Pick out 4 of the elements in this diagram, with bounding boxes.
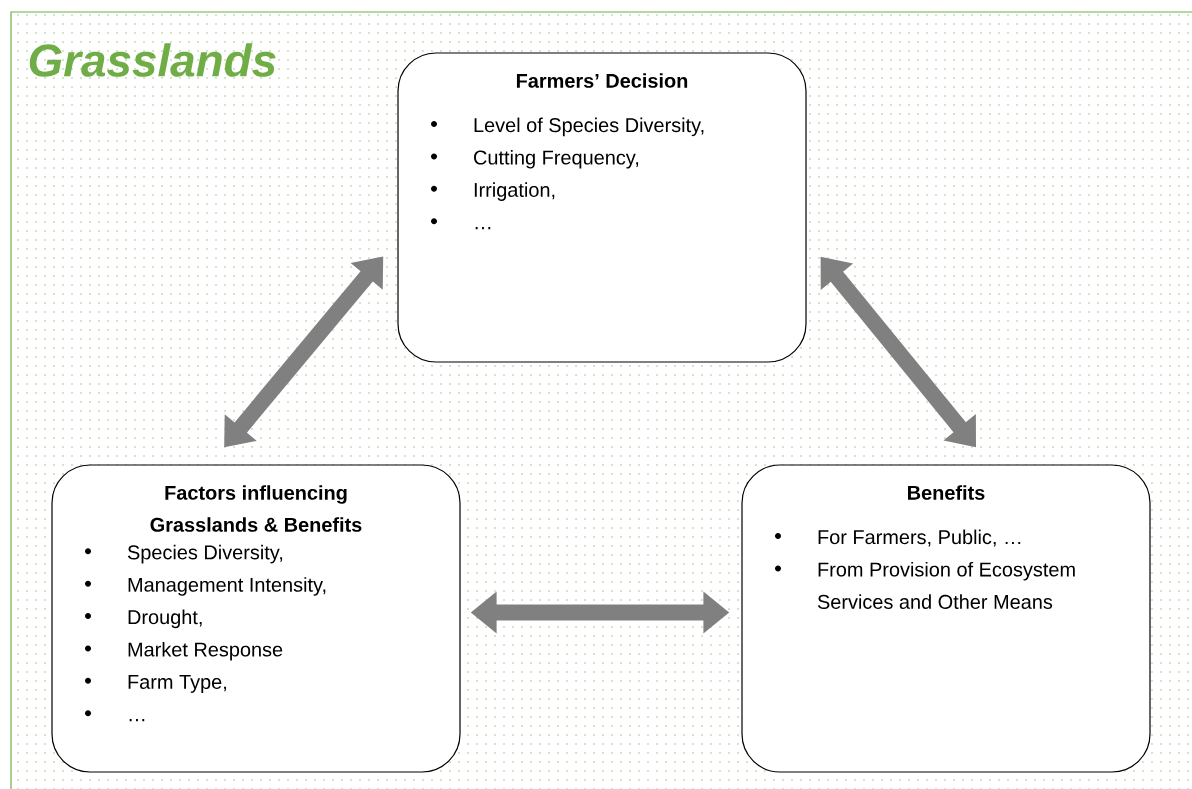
rounded-box: Farmers’ Decision Level of Species Diversity, Cutting Frequency, Irrigation, …: [397, 52, 807, 363]
title: Grasslands: [29, 43, 276, 77]
rounded-box: Benefits For Farmers, Public, … From Provision of Ecosystem Services and Other Means: [741, 464, 1151, 773]
rounded-box: Factors influencing Grasslands & Benefits Species Diversity, Management Intensity, Drought, Market Response Farm Type, …: [51, 464, 461, 773]
